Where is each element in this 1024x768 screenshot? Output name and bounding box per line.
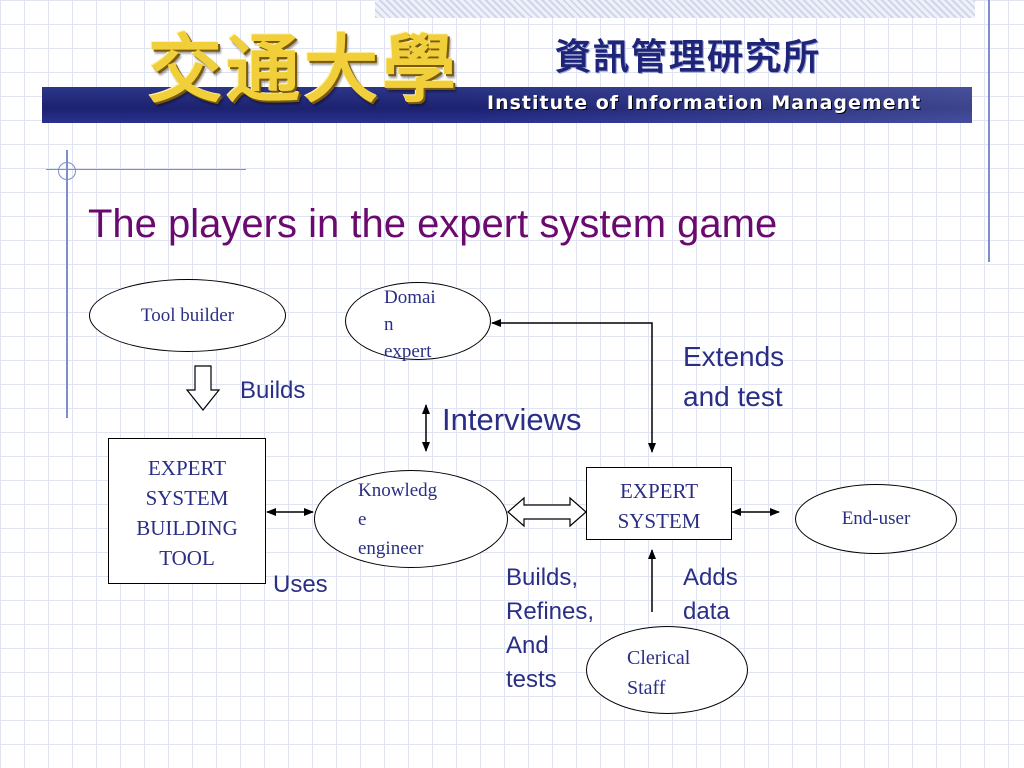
banner-pattern bbox=[375, 0, 975, 18]
extends-and-test-label: Extends and test bbox=[683, 341, 785, 412]
title-guide-line bbox=[46, 169, 246, 170]
extends-connector bbox=[491, 319, 656, 453]
knowledge-engineer-node bbox=[314, 470, 508, 568]
interviews-label: Interviews bbox=[442, 402, 582, 437]
end-user-label: End-user bbox=[841, 508, 911, 529]
banner-bar-highlight bbox=[470, 87, 972, 123]
clerical-staff-node bbox=[586, 626, 748, 714]
domain-expert-node bbox=[345, 282, 491, 360]
tool-builder-label: Tool builder bbox=[140, 304, 235, 326]
guide-circle bbox=[58, 162, 76, 180]
left-guide-line bbox=[66, 150, 68, 418]
builds-label: Builds bbox=[240, 377, 306, 404]
builds-refines-arrow bbox=[507, 496, 587, 528]
uses-label: Uses bbox=[273, 571, 328, 598]
expert-system-node: EXPERT SYSTEM bbox=[586, 467, 732, 540]
clerical-staff-label: Clerical Staff bbox=[627, 647, 691, 699]
institute-english-name: Institute of Information Management bbox=[487, 92, 922, 114]
expert-system-building-tool-node: EXPERT SYSTEM BUILDING TOOL bbox=[108, 438, 266, 584]
builds-arrow bbox=[185, 365, 221, 411]
knowledge-engineer-label: Knowledg e engineer bbox=[358, 480, 438, 559]
right-guide-line bbox=[988, 0, 990, 262]
builds-refines-tests-label: Builds, Refines, And tests bbox=[506, 564, 595, 693]
adds-data-label: Adds data bbox=[683, 564, 738, 625]
tool-builder-node: Tool builder bbox=[89, 279, 286, 352]
domain-expert-label: Domai n expert bbox=[384, 287, 436, 362]
institute-logo: 資訊管理研究所 bbox=[555, 37, 822, 78]
banner-bar bbox=[42, 87, 972, 123]
slide-title: The players in the expert system game bbox=[88, 202, 778, 246]
university-logo: 交通大學 bbox=[148, 27, 460, 113]
end-user-node: End-user bbox=[795, 484, 957, 554]
